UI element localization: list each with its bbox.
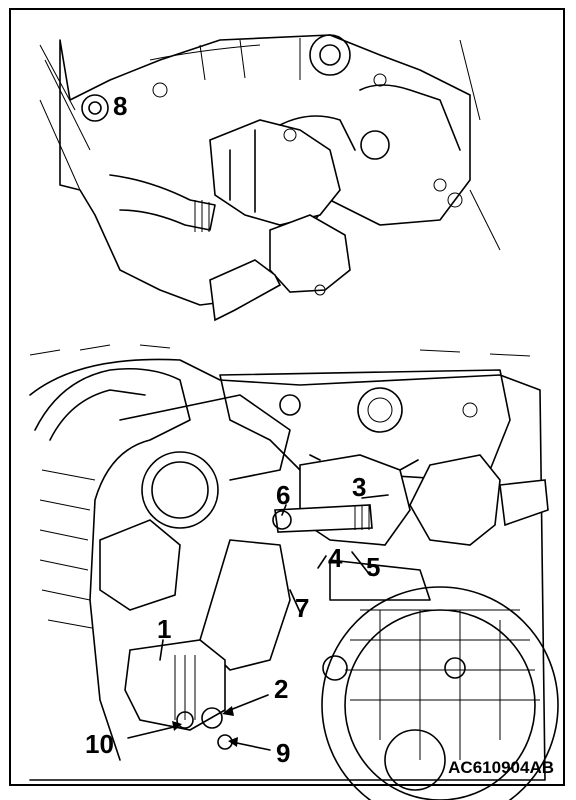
callout-2: 2 xyxy=(274,674,289,704)
callout-3: 3 xyxy=(352,472,367,502)
callout-4: 4 xyxy=(328,543,343,573)
callout-10: 10 xyxy=(85,729,114,759)
callout-8: 8 xyxy=(113,91,128,121)
callout-1: 1 xyxy=(157,614,172,644)
lower-view-engine xyxy=(29,344,559,800)
upper-view-engine-block xyxy=(39,34,501,306)
callout-5: 5 xyxy=(366,552,381,582)
diagram-frame xyxy=(9,8,565,786)
upper-view-thermostat-housing xyxy=(109,115,356,322)
callout-9: 9 xyxy=(276,738,291,768)
figure-code: AC610904AB xyxy=(448,758,554,777)
leader-lines xyxy=(127,494,389,751)
callout-6: 6 xyxy=(276,480,291,510)
callout-7: 7 xyxy=(295,593,310,623)
